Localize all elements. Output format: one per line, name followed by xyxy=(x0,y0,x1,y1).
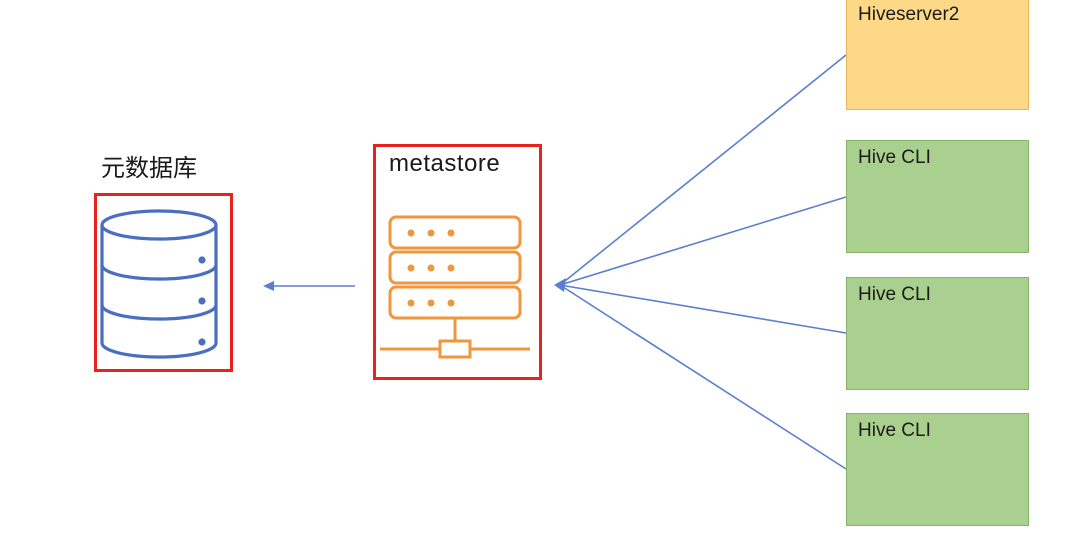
hive-cli-label-1: Hive CLI xyxy=(858,147,931,168)
hive-cli-label-2: Hive CLI xyxy=(858,284,931,305)
hs2-to-metastore-line xyxy=(559,54,847,286)
database-label: 元数据库 xyxy=(101,154,197,182)
database-cylinder-icon xyxy=(96,205,226,371)
cli1-to-metastore-line xyxy=(559,196,847,286)
clients-arrowhead xyxy=(554,278,566,292)
metastore-highlight-frame xyxy=(373,144,542,380)
database-highlight-frame xyxy=(94,193,233,372)
hive-cli-box-2: Hive CLI xyxy=(846,277,1029,390)
hive-cli-box-1: Hive CLI xyxy=(846,140,1029,253)
metastore-to-db-arrowhead xyxy=(263,281,274,291)
hive-cli-box-3: Hive CLI xyxy=(846,413,1029,526)
hiveserver2-box: Hiveserver2 xyxy=(846,0,1029,110)
metastore-label: metastore xyxy=(389,150,501,177)
hive-cli-label-3: Hive CLI xyxy=(858,420,931,441)
cli3-to-metastore-line xyxy=(559,284,847,470)
cli2-to-metastore-line xyxy=(559,284,847,334)
hiveserver2-label: Hiveserver2 xyxy=(858,4,960,25)
server-rack-icon xyxy=(378,213,538,363)
